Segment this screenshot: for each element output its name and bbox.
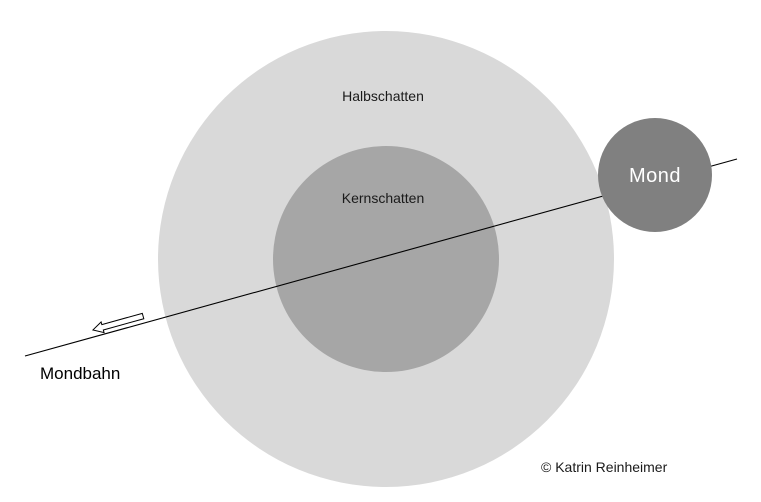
copyright-text: © Katrin Reinheimer [541,459,668,475]
moon-label: Mond [629,165,681,187]
arrow-left-icon [91,312,145,334]
moon-circle [598,118,712,232]
umbra-label: Kernschatten [342,190,425,206]
umbra-circle [273,146,499,372]
orbit-label: Mondbahn [40,364,120,383]
penumbra-label: Halbschatten [342,88,424,104]
